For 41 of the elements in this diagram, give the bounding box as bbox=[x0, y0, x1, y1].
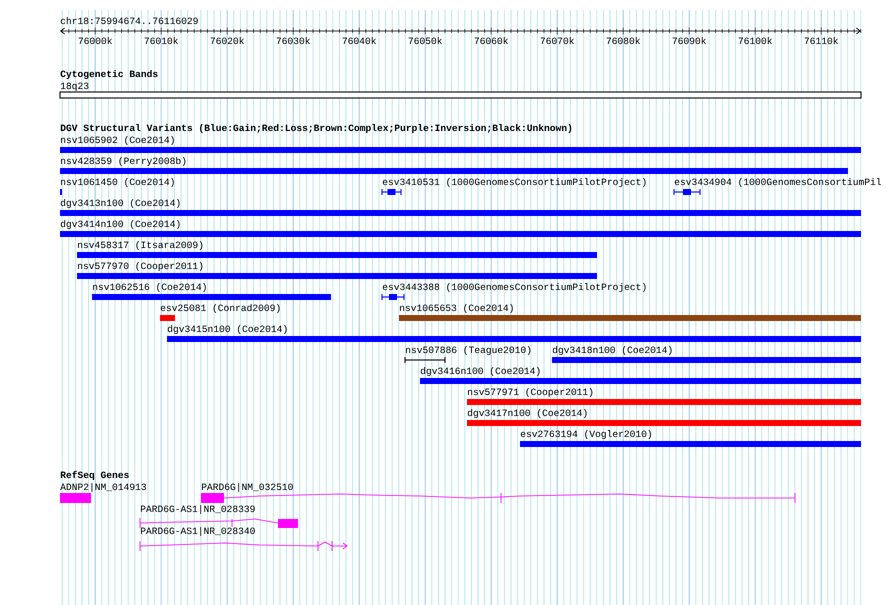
tick-label: 76050k bbox=[408, 37, 442, 44]
coordinate-label: chr18:75994674..76116029 bbox=[60, 17, 198, 24]
tick-label: 76060k bbox=[474, 37, 508, 44]
band-label: 18q23 bbox=[60, 82, 88, 91]
tick-label: 76020k bbox=[210, 37, 244, 44]
track-title: RefSeq Genes bbox=[60, 470, 129, 480]
track-title: Cytogenetic Bands bbox=[60, 70, 158, 80]
tick-label: 76070k bbox=[540, 37, 574, 44]
feature-label: dgv3413n100 (Coe2014) bbox=[60, 199, 180, 208]
tick-label: 76100k bbox=[738, 37, 772, 44]
feature-label: nsv577970 (Cooper2011) bbox=[78, 262, 202, 271]
gene-label: PARD6G-AS1|NR_028340 bbox=[140, 527, 255, 536]
feature-label: esv3434904 (1000GenomesConsortiumPil bbox=[674, 178, 882, 187]
feature-label: dgv3415n100 (Coe2014) bbox=[168, 325, 287, 334]
feature-label: nsv1065902 (Coe2014) bbox=[61, 136, 174, 145]
feature-label: dgv3414n100 (Coe2014) bbox=[60, 220, 180, 229]
feature-label: dgv3417n100 (Coe2014) bbox=[468, 409, 587, 418]
tick-label: 76030k bbox=[276, 37, 310, 44]
feature-label: nsv458317 (Itsara2009) bbox=[78, 241, 202, 250]
feature-label: esv2763194 (Vogler2010) bbox=[520, 430, 652, 439]
feature-label: esv3410531 (1000GenomesConsortiumPilotProject) bbox=[382, 178, 646, 187]
feature-label: esv25081 (Conrad2009) bbox=[160, 304, 280, 313]
tick-label: 76000k bbox=[78, 37, 112, 44]
feature-label: nsv1061450 (Coe2014) bbox=[61, 178, 174, 187]
feature-label: nsv1065653 (Coe2014) bbox=[400, 304, 513, 313]
tick-label: 76080k bbox=[606, 37, 640, 44]
tick-label: 76110k bbox=[804, 37, 838, 44]
tick-label: 76010k bbox=[144, 37, 178, 44]
feature-label: nsv577971 (Cooper2011) bbox=[468, 388, 592, 397]
feature-label: dgv3416n100 (Coe2014) bbox=[420, 367, 540, 376]
tick-label: 76090k bbox=[672, 37, 706, 44]
gene-label: PARD6G|NM_032510 bbox=[202, 483, 293, 492]
track-title: DGV Structural Variants (Blue:Gain;Red:Loss;Brown:Complex;Purple:Inversion;Black:Unknown) bbox=[60, 124, 572, 133]
tick-label: 76040k bbox=[342, 37, 376, 44]
feature-label: dgv3418n100 (Coe2014) bbox=[552, 346, 672, 355]
gene-label: ADNP2|NM_014913 bbox=[60, 483, 146, 492]
feature-label: nsv1062516 (Coe2014) bbox=[93, 283, 206, 292]
feature-label: nsv507886 (Teague2010) bbox=[406, 346, 530, 355]
feature-label: esv3443388 (1000GenomesConsortiumPilotProject) bbox=[382, 283, 646, 292]
gene-label: PARD6G-AS1|NR_028339 bbox=[140, 505, 255, 514]
feature-label: nsv428359 (Perry2008b) bbox=[61, 157, 186, 166]
